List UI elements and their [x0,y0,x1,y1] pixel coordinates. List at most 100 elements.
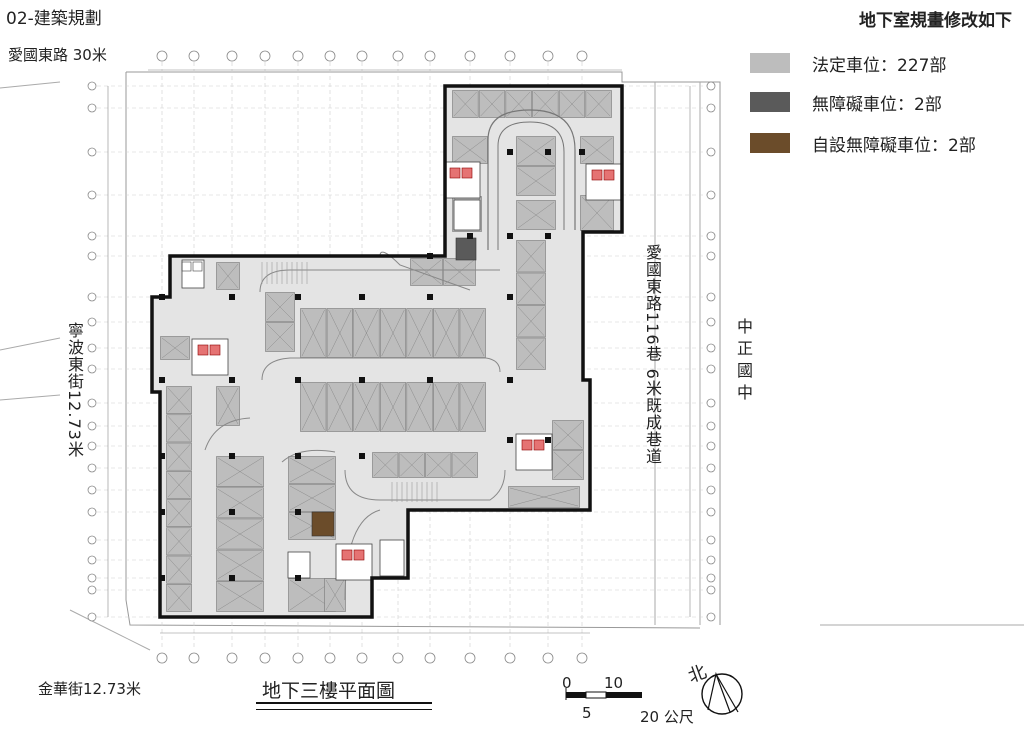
stall-mark [517,241,545,271]
stall-mark [381,309,405,357]
driveway-edge [204,417,251,451]
structural-column [159,575,165,581]
grid-bubble-right [706,364,716,374]
grid-bubble-top [156,50,168,62]
structural-column [295,453,301,459]
service-room [453,199,481,231]
grid-bubble-right [706,507,716,517]
elevator-marker [461,167,473,179]
grid-bubble-left [87,364,97,374]
stall-mark [217,488,263,517]
scale-tick-10: 10 [604,674,624,692]
grid-bubble-right [706,585,716,595]
stall-mark [509,487,579,507]
core-room [585,163,623,201]
structural-column [507,233,513,239]
stall-mark [560,91,584,117]
grid-bubble-bottom [542,652,554,664]
grid-bubble-left [87,147,97,157]
grid-bubble-bottom [324,652,336,664]
stall-mark [354,309,378,357]
stall-mark [328,309,352,357]
structural-column [467,233,473,239]
grid-bubble-bottom [226,652,238,664]
structural-column [159,377,165,383]
grid-bubble-right [706,555,716,565]
grid-bubble-bottom [392,652,404,664]
grid-bubble-left [87,103,97,113]
structural-column [159,509,165,515]
page-heading: 地下室規畫修改如下 [859,11,1012,31]
stall-mark [517,201,555,229]
grid-bubble-bottom [356,652,368,664]
grid-bubble-right [706,81,716,91]
north-arrow-icon [707,671,731,713]
stall-mark [434,383,458,431]
grid-bubble-bottom [424,652,436,664]
structural-column [507,149,513,155]
core-room [191,338,229,376]
grid-bubble-left [87,317,97,327]
stall-mark [381,383,405,431]
grid-bubble-right [706,317,716,327]
driveway-edge [344,509,381,601]
driveway-edge [261,357,501,381]
floor-plan-title: 地下三樓平面圖 [262,680,396,702]
stall-mark [480,91,504,117]
grid-bubble-right [706,190,716,200]
grid-bubble-right [706,398,716,408]
grid-bubble-top [504,50,516,62]
structural-column [545,233,551,239]
stall-mark [453,91,477,117]
structural-column [507,437,513,443]
structural-column [507,377,513,383]
grid-bubble-left [87,398,97,408]
grid-bubble-left [87,343,97,353]
grid-bubble-left [87,463,97,473]
scale-bar-segment [566,692,586,698]
driveway-edge [281,449,336,463]
stall-mark [328,383,352,431]
grid-bubble-left [87,421,97,431]
fixture [181,261,192,272]
structural-column [295,575,301,581]
stall-mark [587,91,611,117]
grid-bubble-bottom [464,652,476,664]
stall-mark [517,339,545,369]
structural-column [229,294,235,300]
stall-mark [266,293,294,321]
grid-bubble-right [706,485,716,495]
elevator-marker [533,439,545,451]
elevator-marker [353,549,365,561]
ramp-curve-top-inner [497,121,565,250]
elevator-marker [521,439,533,451]
grid-bubble-bottom [188,652,200,664]
stall-mark [400,453,424,477]
structural-column [545,149,551,155]
scale-tick-5: 5 [582,704,592,722]
accessible-parking-stall [455,237,477,261]
stall-mark [517,167,555,195]
elevator-marker [591,169,603,181]
legend-swatch-custom-accessible [750,133,790,153]
grid-bubble-bottom [292,652,304,664]
elevator-marker [197,344,209,356]
elevator-marker [449,167,461,179]
stall-mark [301,309,325,357]
street-edge [69,609,151,651]
stall-mark [266,323,294,351]
structural-column [229,509,235,515]
north-arrow-circle [701,673,743,715]
fixture [192,261,203,272]
grid-bubble-left [87,555,97,565]
structural-column [579,149,585,155]
grid-bubble-left [87,485,97,495]
scale-bar-segment [606,692,642,698]
legend-label-accessible: 無障礙車位：2部 [812,94,942,115]
grid-bubble-right [706,463,716,473]
stall-mark [426,453,450,477]
grid-bubble-left [87,507,97,517]
stall-mark [354,383,378,431]
grid-bubble-top [542,50,554,62]
structural-column [229,453,235,459]
